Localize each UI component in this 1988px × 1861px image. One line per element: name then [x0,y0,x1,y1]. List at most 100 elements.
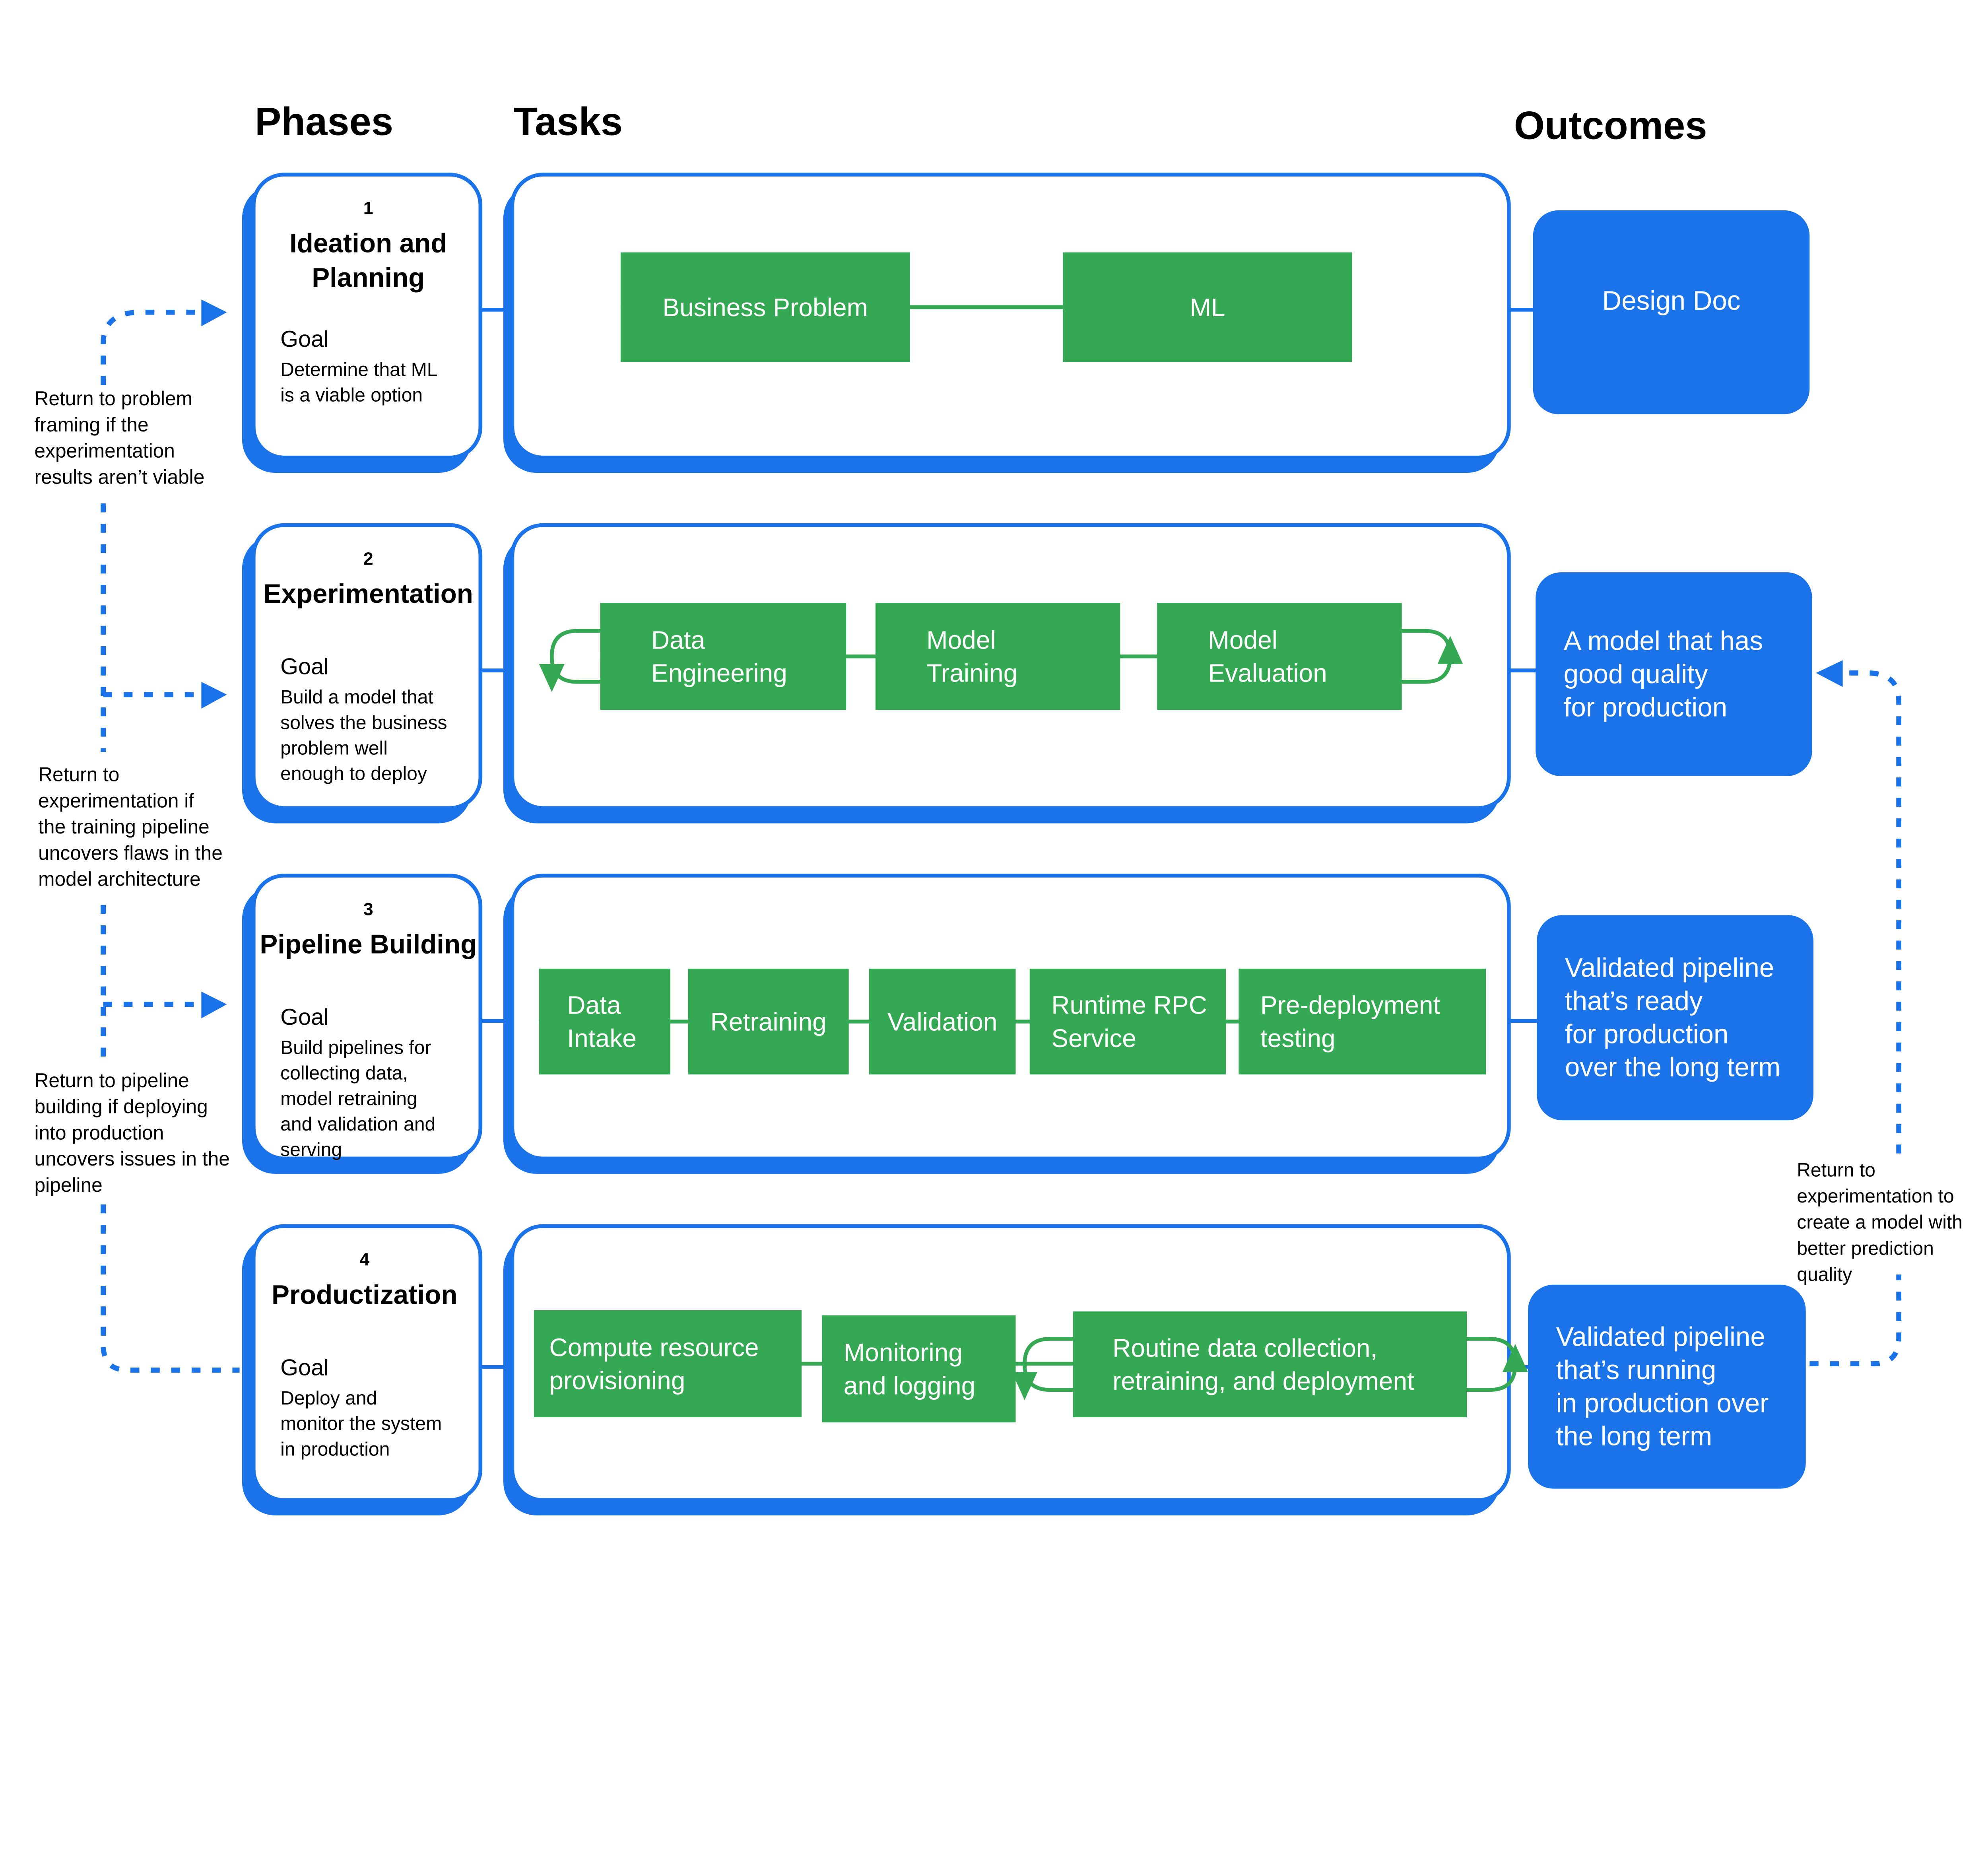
phase-card-body [252,173,483,460]
task-box-bg [1239,968,1486,1074]
phase-title-line: Planning [312,263,425,293]
note-return-experimentation-quality-line: experimentation to [1797,1185,1954,1207]
feedback-arrow-right [1809,660,1902,1366]
task-label-line: testing [1260,1024,1336,1053]
note-return-pipeline-building-line: building if deploying [35,1096,208,1118]
tasks-container-body [510,173,1511,460]
phase-title-line: Experimentation [264,579,473,609]
note-return-problem-framing-line: framing if the [35,414,149,436]
phase-title: Pipeline Building [260,929,477,959]
goal-text-line: Determine that ML [280,359,437,381]
tasks-container: Business Problem ML [503,173,1511,473]
outcome-text-line: Validated pipeline [1565,953,1774,983]
task-label-line: provisioning [549,1366,685,1395]
note-return-pipeline-building-line: Return to pipeline [35,1069,189,1092]
task-box-bg [539,968,670,1074]
tasks-header: Tasks [514,100,623,144]
task-label-line: Intake [567,1024,637,1053]
outcome-text-line: the long term [1556,1422,1712,1451]
outcome-card-bg [1528,1284,1806,1489]
task-box: ML [1063,252,1352,362]
task-label: Validation [887,1007,998,1036]
goal-text-line: in production [280,1438,390,1460]
goal-text-line: enough to deploy [280,763,427,785]
task-label: Routine data collection,retraining, and … [1112,1334,1414,1395]
loop-arrow-left [1023,1337,1073,1392]
note-return-experimentation-line: Return to [38,763,119,786]
goal-text-line: serving [280,1139,342,1160]
task-label-line: Validation [887,1007,998,1036]
task-label: Retraining [711,1007,827,1036]
goal-label: Goal [280,1355,329,1380]
note-return-experimentation-quality-line: create a model with [1797,1212,1963,1233]
task-label-line: Routine data collection, [1112,1334,1377,1362]
task-label-line: Engineering [651,659,787,688]
dotted-line [101,1204,240,1373]
note-return-problem-framing-line: Return to problem [35,387,192,410]
phase-card-body [252,874,483,1161]
task-box-bg [1157,603,1402,710]
phase-number: 3 [363,899,373,919]
phase-title: Experimentation [264,579,473,609]
task-box: Retraining [688,968,849,1074]
dotted-line [101,309,204,385]
note-return-experimentation-quality: Return to experimentation to create a mode… [1797,1159,1963,1285]
task-box: Validation [869,968,1016,1074]
arrow-up-icon [1437,636,1463,664]
arrow-head-icon [201,299,227,326]
task-label: Business Problem [662,293,868,322]
task-label-line: and logging [844,1371,975,1400]
phase-title-line: Pipeline Building [260,929,477,959]
goal-text-line: collecting data, [280,1063,408,1084]
outcome-text-line: A model that has [1564,626,1763,656]
outcome-text-line: for production [1564,692,1728,722]
task-label-line: Retraining [711,1007,827,1036]
goal-label: Goal [280,1004,329,1030]
goal-text-line: is a viable option [280,385,423,406]
note-return-experimentation-quality-line: Return to [1797,1159,1875,1181]
phase-card-body [252,523,483,810]
dotted-line [1809,1274,1902,1366]
task-label-line: Model [1208,626,1277,654]
note-return-experimentation-line: experimentation if [38,789,194,812]
feedback-arrows-left [101,299,240,1373]
task-label-line: Evaluation [1208,659,1327,688]
arrow-up-icon [1502,1344,1528,1372]
task-label-line: Data [567,991,621,1020]
dotted-line [1841,670,1902,1154]
task-box-bg [1063,252,1352,362]
arrow-down-icon [539,664,565,692]
note-return-experimentation-quality-line: quality [1797,1264,1852,1285]
phase-number: 1 [363,198,373,218]
arrow-head-icon [201,991,227,1018]
outcome-text-line: in production over [1556,1388,1769,1418]
note-return-experimentation-quality-line: better prediction [1797,1237,1934,1259]
goal-text-line: solves the business [280,712,447,733]
outcome-text-line: good quality [1564,659,1708,689]
task-label-line: Training [926,659,1017,688]
